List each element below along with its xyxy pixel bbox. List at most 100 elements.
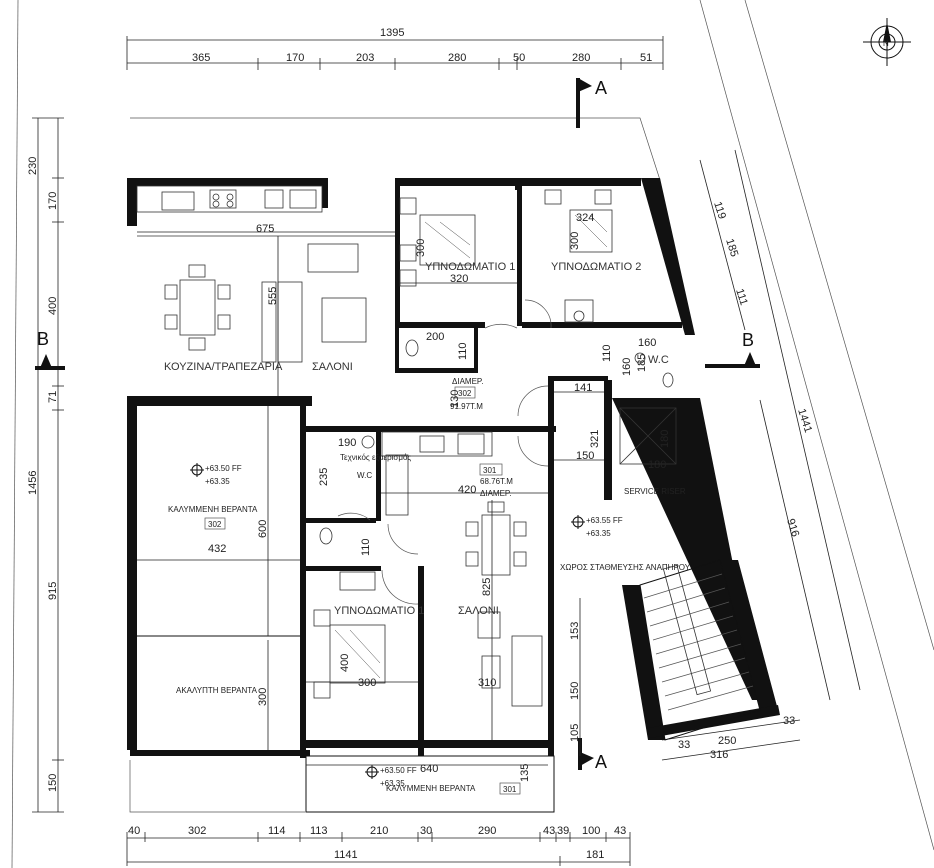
dim-105: 105 (569, 724, 581, 742)
dim-600: 600 (257, 520, 269, 538)
dim-left-5: 915 (47, 582, 59, 600)
dim-300b: 300 (569, 232, 581, 250)
veranda-bottom-outline (137, 635, 555, 813)
dim-141: 141 (574, 382, 592, 394)
dim-200: 200 (426, 331, 444, 343)
dim-bottom-total-1: 1141 (334, 849, 358, 861)
room-covered-veranda-bottom: ΚΑΛΥΜΜΕΝΗ ΒΕΡΑΝΤΑ (386, 784, 476, 793)
dim-right-3: 111 (733, 287, 750, 307)
dim-420: 420 (458, 484, 476, 496)
room-lift-wait: ΧΩΡΟΣ ΣΤΑΘΜΕΥΣΗΣ ΑΝΑΠΗΡΟΥ (560, 563, 691, 572)
dim-135: 135 (519, 764, 531, 782)
section-a-top: A (595, 78, 607, 98)
level-3-ff: +63.50 FF (380, 766, 417, 775)
dim-bottom-3: 114 (268, 825, 286, 837)
kitchen-counter (136, 185, 323, 213)
dim-320: 320 (450, 273, 468, 285)
level-1-ff: +63.50 FF (205, 464, 242, 473)
site-boundary (11, 0, 934, 868)
room-open-veranda: ΑΚΑΛΥΠΤΗ ΒΕΡΑΝΤΑ (176, 686, 258, 695)
dim-right-2: 185 (723, 237, 740, 258)
room-covered-veranda: ΚΑΛΥΜΜΕΝΗ ΒΕΡΑΝΤΑ (168, 505, 258, 514)
walls (127, 178, 780, 758)
dim-235: 235 (318, 468, 330, 486)
dim-185: 185 (636, 354, 648, 372)
dim-right-1: 119 (711, 200, 728, 220)
dim-180a: 180 (659, 430, 671, 448)
dim-110a: 110 (457, 342, 469, 360)
room-covered-veranda-no: 302 (208, 520, 222, 529)
dim-555: 555 (267, 287, 279, 305)
room-kitchen: ΚΟΥΖΙΝΑ/ΤΡΑΠΕΖΑΡΙΑ (164, 361, 283, 373)
dim-bottom-7: 290 (478, 825, 496, 837)
dim-300d: 300 (257, 688, 269, 706)
dim-top-5: 50 (513, 52, 525, 64)
apt-area-bottom: 68.76Τ.Μ (480, 477, 513, 486)
apt-label-bottom: ΔΙΑΜΕΡ. (480, 489, 511, 498)
dim-top-7: 51 (640, 52, 652, 64)
room-labels: ΚΟΥΖΙΝΑ/ΤΡΑΠΕΖΑΡΙΑ ΣΑΛΟΝΙ ΥΠΝΟΔΩΜΑΤΙΟ 1 … (164, 261, 691, 795)
apt-label-top: ΔΙΑΜΕΡ. (452, 377, 483, 386)
level-2-b: +63.35 (586, 529, 611, 538)
dimensions-top: 1395 365 170 203 280 50 280 51 (126, 27, 664, 70)
level-2-ff: +63.55 FF (586, 516, 623, 525)
wc-bottom-fixtures (319, 435, 375, 545)
doors (337, 299, 552, 605)
dimensions-left: 230 170 400 71 1456 915 150 (27, 117, 64, 813)
dim-stair-4: 316 (710, 749, 728, 761)
sofa-bottom (477, 611, 543, 707)
room-salon-bottom: ΣΑΛΟΝΙ (458, 605, 499, 617)
apt-no-bottom: 301 (483, 466, 497, 475)
dim-left-total: 1456 (27, 471, 39, 495)
dim-bottom-total-2: 181 (586, 849, 604, 861)
dim-675: 675 (256, 223, 274, 235)
section-b-right: B (742, 330, 754, 350)
bed-bottom (313, 571, 386, 699)
bed-1-top (399, 197, 476, 287)
dim-left-2: 170 (47, 192, 59, 210)
dim-bottom-1: 40 (128, 825, 140, 837)
dim-left-6: 150 (47, 774, 59, 792)
dim-150a: 150 (576, 450, 594, 462)
north-label: N (883, 39, 889, 48)
dim-bottom-5: 210 (370, 825, 388, 837)
dim-bottom-9: 39 (557, 825, 569, 837)
dim-stair-1: 33 (678, 739, 690, 751)
inner-dimensions: 675 555 320 300 324 300 200 110 110 160 … (137, 212, 671, 782)
dim-bottom-2: 302 (188, 825, 206, 837)
dim-bottom-11: 43 (614, 825, 626, 837)
dim-324: 324 (576, 212, 594, 224)
dimensions-bottom: 40 302 114 113 210 30 290 43 39 100 43 1… (126, 825, 631, 866)
room-wc-top: W.C (648, 354, 669, 366)
room-salon-top: ΣΑΛΟΝΙ (312, 361, 353, 373)
dim-160a: 160 (638, 337, 656, 349)
dining-table-bottom (465, 501, 527, 576)
room-tech-space: Τεχνικός εξαερισμός (340, 453, 411, 462)
dim-300a: 300 (415, 239, 427, 257)
dim-top-6: 280 (572, 52, 590, 64)
dim-110c: 110 (360, 538, 372, 556)
stairs (639, 559, 761, 741)
dim-400: 400 (339, 654, 351, 672)
apt-area-top: 91.97Τ.Μ (450, 402, 483, 411)
dim-310: 310 (478, 677, 496, 689)
dim-right-outer-2: 916 (784, 517, 801, 538)
dim-bottom-8: 43 (543, 825, 555, 837)
dim-130: 130 (449, 390, 461, 408)
dim-top-4: 280 (448, 52, 466, 64)
dim-150b: 150 (569, 682, 581, 700)
dim-left-3: 400 (47, 297, 59, 315)
level-markers: +63.50 FF +63.35 +63.55 FF +63.35 +63.50… (190, 463, 623, 788)
north-arrow-icon: N (863, 18, 911, 66)
dim-top-total: 1395 (380, 27, 404, 39)
room-bed2-top: ΥΠΝΟΔΩΜΑΤΙΟ 2 (551, 261, 641, 273)
dim-stair-2: 250 (718, 735, 736, 747)
room-wc-bottom: W.C (357, 471, 372, 480)
dim-160b: 160 (621, 358, 633, 376)
dim-190: 190 (338, 437, 356, 449)
dim-top-2: 170 (286, 52, 304, 64)
room-service-riser: SERVICE RISER (624, 487, 686, 496)
room-covered-veranda-bottom-no: 301 (503, 785, 517, 794)
lift (619, 407, 677, 465)
